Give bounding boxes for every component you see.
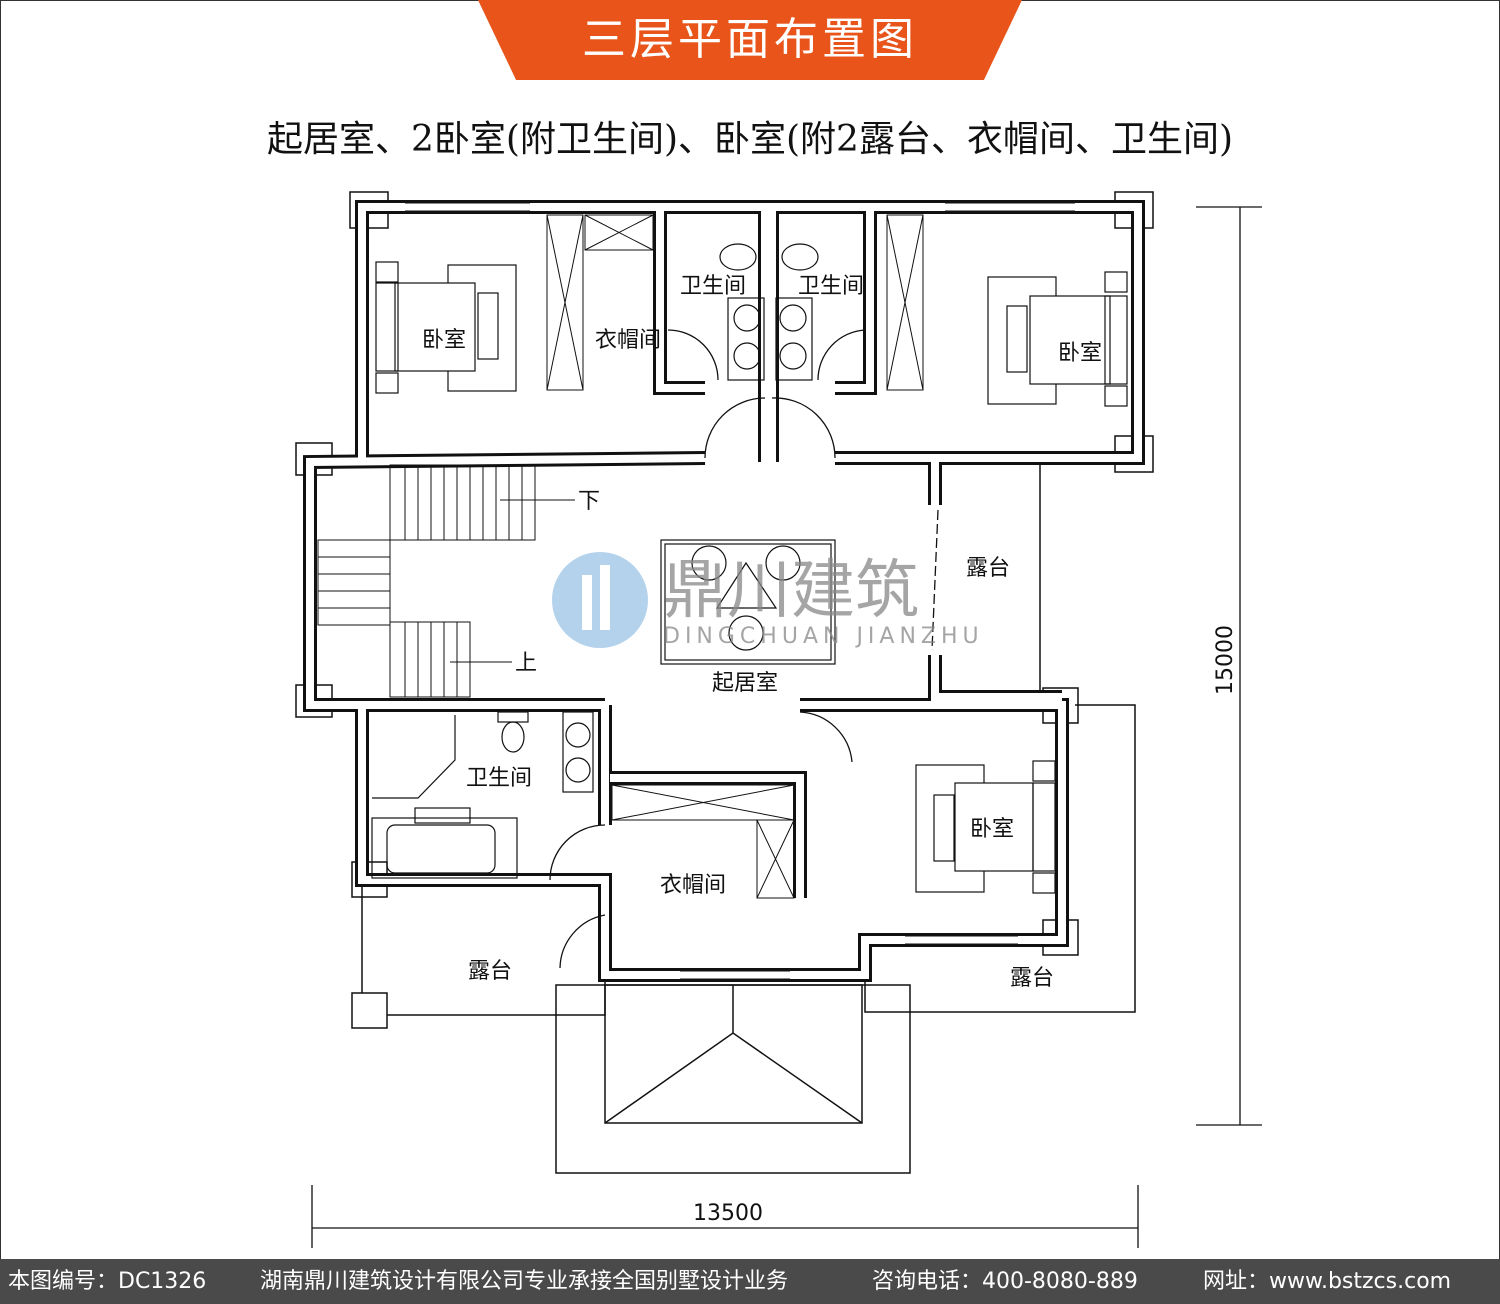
living-furniture xyxy=(660,539,836,665)
door-swing xyxy=(817,329,866,381)
doors xyxy=(549,329,939,969)
page-title: 三层平面布置图 xyxy=(582,14,918,65)
label-bathroom: 卫生间 xyxy=(798,274,864,299)
dimension-width: 13500 xyxy=(693,1201,763,1226)
label-closet: 衣帽间 xyxy=(595,328,661,353)
closets xyxy=(546,214,924,899)
staircase xyxy=(317,464,575,698)
roof-ridge xyxy=(604,1032,863,1124)
beds xyxy=(375,261,1128,894)
watermark-subtext: DINGCHUAN JIANZHU xyxy=(663,624,984,649)
page-subtitle: 起居室、2卧室(附卫生间)、卧室(附2露台、衣帽间、卫生间) xyxy=(267,119,1233,160)
watermark-text: 鼎川建筑 xyxy=(663,554,919,628)
dimension-height: 15000 xyxy=(1213,625,1238,695)
label-living-room: 起居室 xyxy=(712,671,778,696)
door-swing xyxy=(704,397,766,459)
room-labels: 卧室 卧室 卧室 衣帽间 衣帽间 卫生间 卫生间 卫生间 起居室 露台 露台 露… xyxy=(422,274,1102,991)
door-swing xyxy=(771,397,836,459)
label-terrace: 露台 xyxy=(966,556,1010,581)
footer-company: 湖南鼎川建筑设计有限公司专业承接全国别墅设计业务 xyxy=(260,1269,789,1294)
label-bathroom: 卫生间 xyxy=(466,766,532,791)
label-terrace: 露台 xyxy=(468,959,512,984)
terrace-bl-outline xyxy=(361,880,606,1016)
column xyxy=(351,992,388,1029)
footer-phone: 咨询电话：400-8080-889 xyxy=(872,1269,1138,1294)
footer-website[interactable]: 网址：www.bstzcs.com xyxy=(1203,1269,1452,1294)
dimension-lines xyxy=(311,206,1262,1248)
label-bedroom: 卧室 xyxy=(422,328,466,353)
label-closet: 衣帽间 xyxy=(660,873,726,898)
label-bedroom: 卧室 xyxy=(970,817,1014,842)
door-swing xyxy=(799,711,853,763)
sliding-door xyxy=(931,509,939,651)
label-stair-down: 下 xyxy=(578,489,600,514)
terrace-br-outline xyxy=(864,704,1136,1013)
title-banner: 三层平面布置图 xyxy=(478,0,1022,80)
walls xyxy=(303,200,1145,982)
label-terrace: 露台 xyxy=(1010,966,1054,991)
label-stair-up: 上 xyxy=(515,651,537,676)
door-swing xyxy=(549,824,606,881)
footer-drawing-code: 本图编号：DC1326 xyxy=(8,1269,207,1294)
door-swing xyxy=(667,329,719,381)
watermark: 鼎川建筑 DINGCHUAN JIANZHU xyxy=(552,552,984,649)
footer-bar: 本图编号：DC1326 湖南鼎川建筑设计有限公司专业承接全国别墅设计业务 咨询电… xyxy=(0,1259,1500,1304)
label-bedroom: 卧室 xyxy=(1058,341,1102,366)
bath-fixtures xyxy=(371,243,819,879)
label-bathroom: 卫生间 xyxy=(680,274,746,299)
door-swing xyxy=(559,914,606,969)
